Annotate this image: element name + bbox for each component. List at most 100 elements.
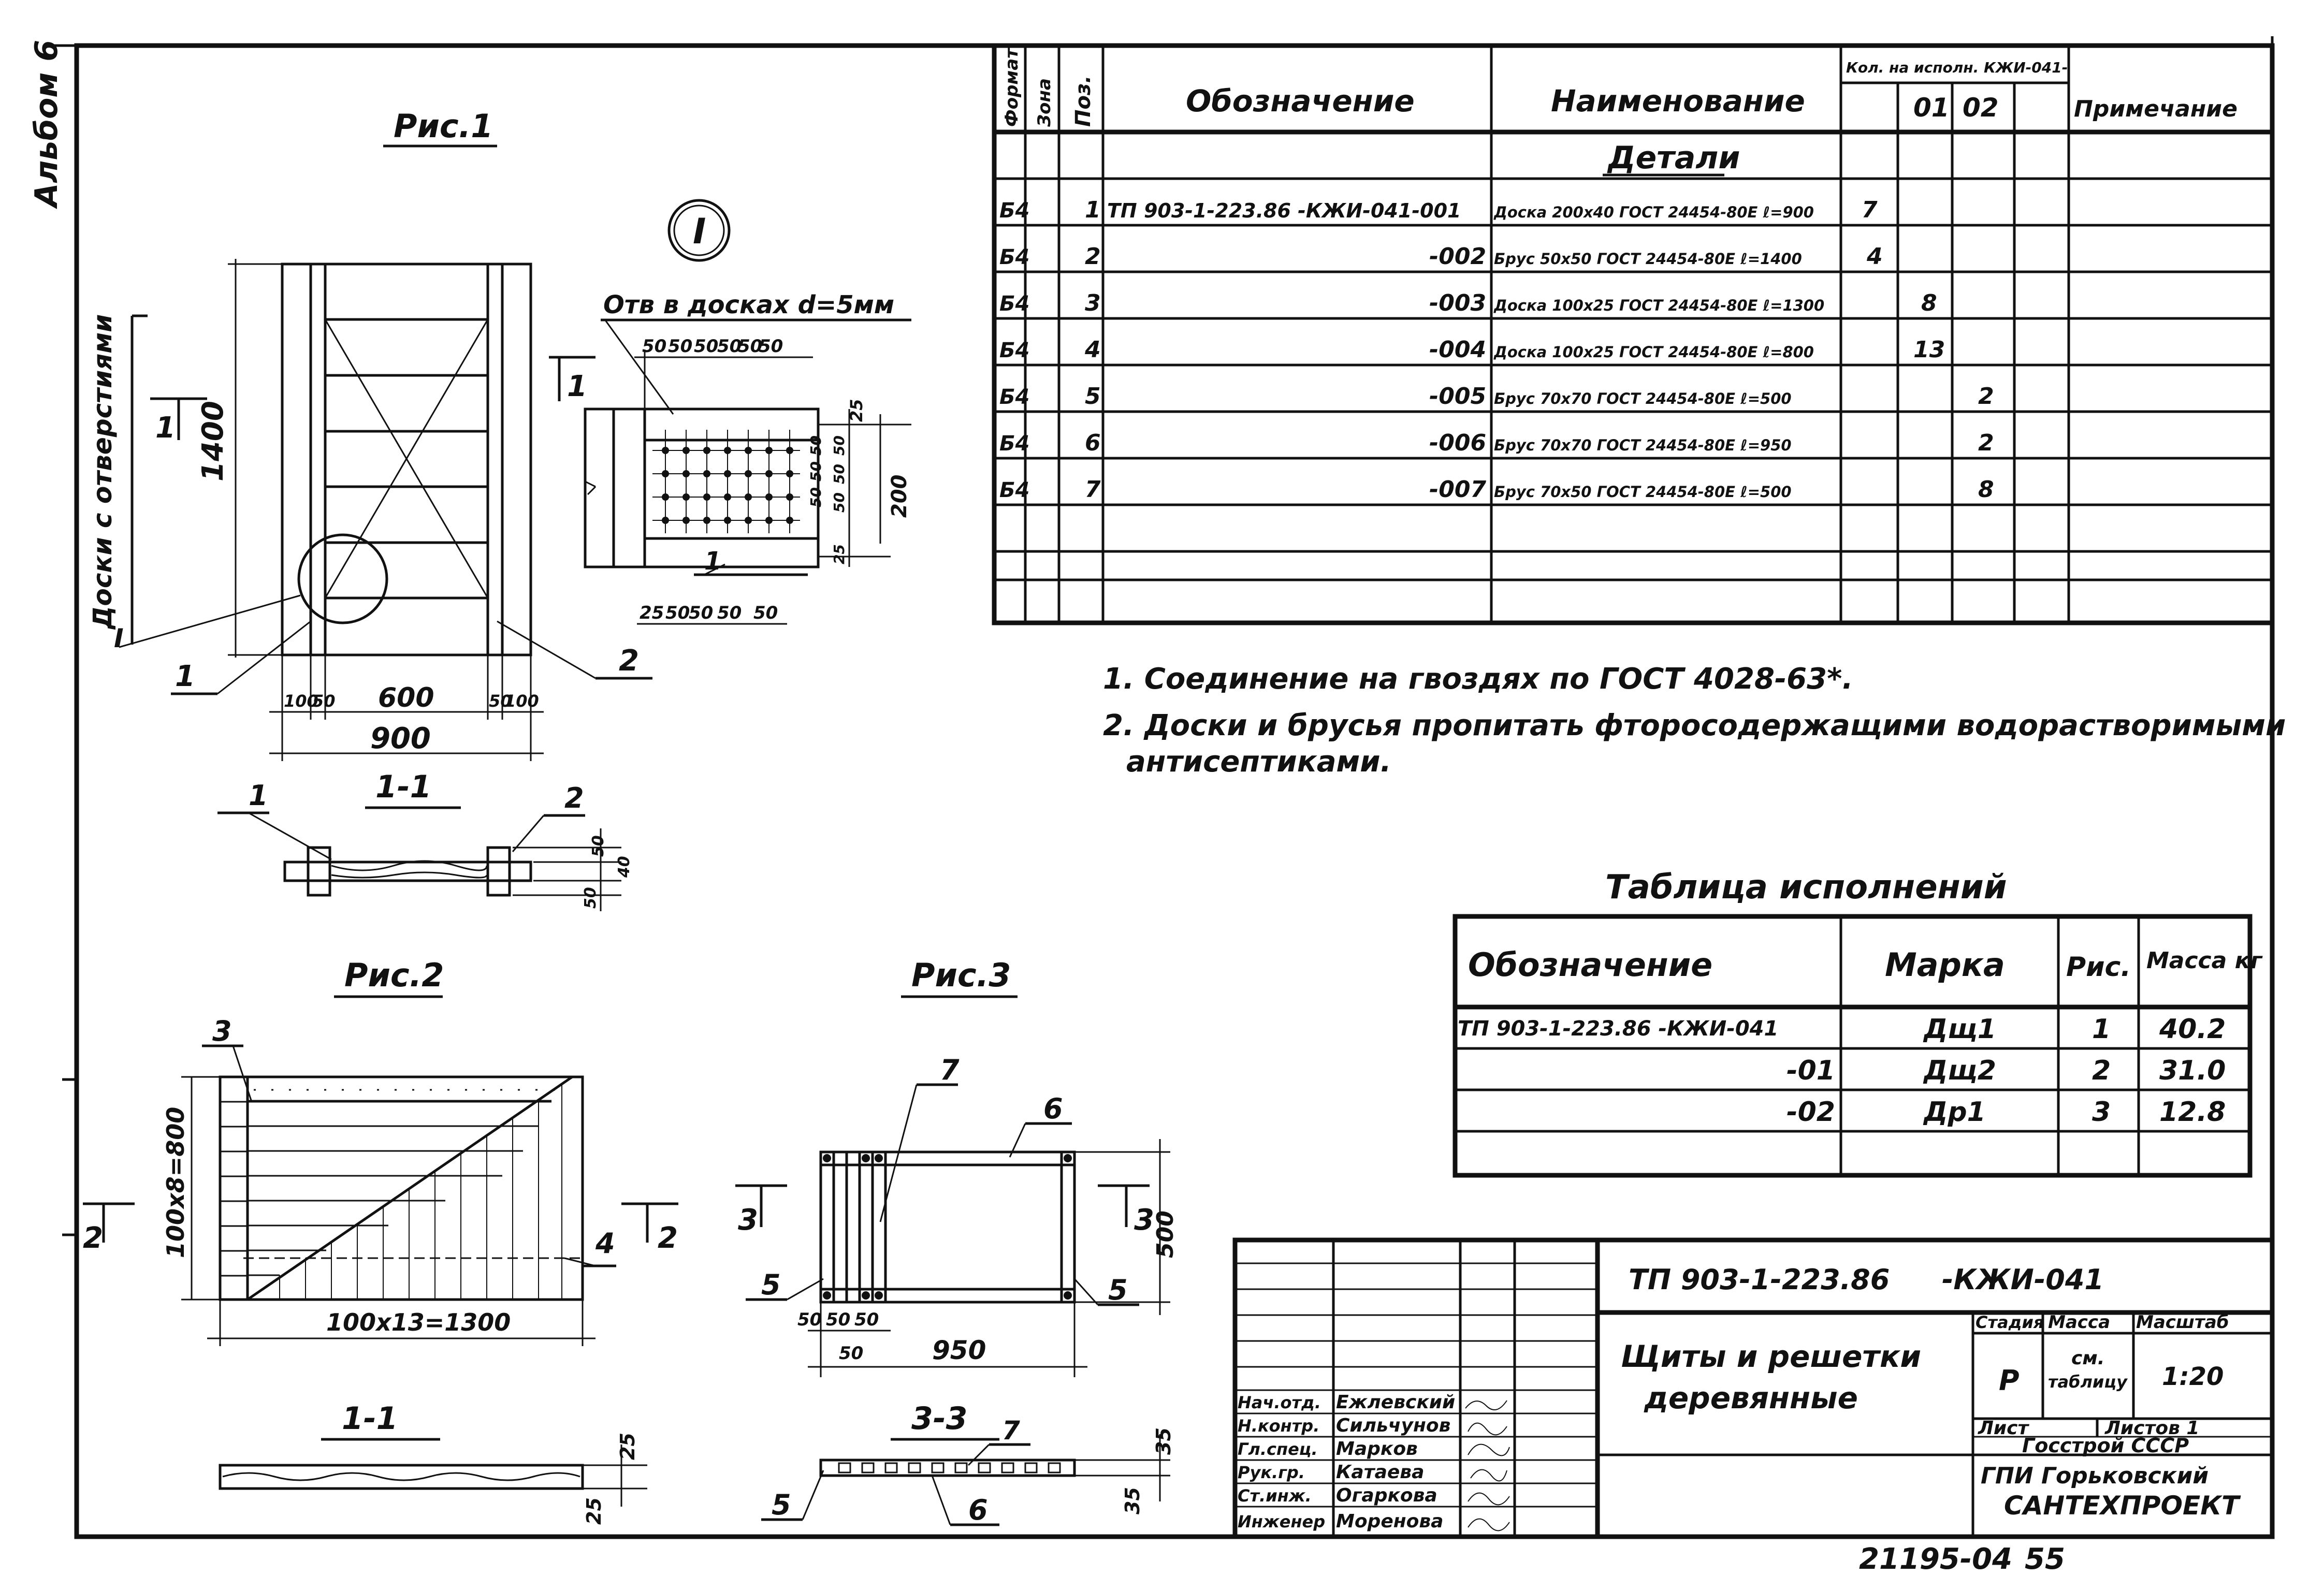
svg-text:-007: -007 (1429, 476, 1486, 503)
figure-2: Рис.2 (83, 956, 678, 1346)
fig3-dim-50c: 50 (854, 1309, 879, 1330)
spec-header-zone: Зона (1034, 78, 1055, 127)
svg-text:-005: -005 (1429, 383, 1486, 410)
svg-text:Рук.гр.: Рук.гр. (1238, 1463, 1305, 1482)
section-3-3: 3-3 7 5 6 35 35 (761, 1401, 1175, 1526)
tb-stage-header: Стадия (1976, 1312, 2044, 1332)
fig1-detail-bottom-dim-3: 50 (717, 603, 742, 623)
svg-text:Гл.спец.: Гл.спец. (1238, 1439, 1318, 1459)
svg-text:Доска 200x40 ГОСТ 24454-80Е ℓ=: Доска 200x40 ГОСТ 24454-80Е ℓ=900 (1493, 203, 1814, 221)
note-2a: 2. Доски и брусья пропитать фторосодержа… (1103, 709, 2286, 742)
fig1-callout: I (693, 211, 706, 252)
svg-text:Брус 70x70 ГОСТ 24454-80Е ℓ=95: Брус 70x70 ГОСТ 24454-80Е ℓ=950 (1494, 436, 1792, 454)
fig3-pos6: 6 (1043, 1092, 1063, 1125)
svg-text:4: 4 (1084, 337, 1101, 363)
fig2-section-left: 2 (83, 1221, 103, 1255)
sec11-dim-bot: 50 (582, 887, 600, 909)
variants-table: Таблица исполнений Обозначение Марка Рис… (1452, 868, 2263, 1178)
fig1-callout-label: I (114, 623, 124, 653)
svg-text:Ст.инж.: Ст.инж. (1238, 1486, 1312, 1506)
tb-mass-header: Масса (2048, 1312, 2110, 1333)
svg-text:7: 7 (1862, 197, 1878, 223)
svg-text:-006: -006 (1429, 430, 1486, 456)
svg-text:2: 2 (2092, 1055, 2111, 1086)
tb-person-row: Ст.инж. Огаркова (1238, 1485, 1510, 1506)
fig3-section-left: 3 (738, 1203, 758, 1237)
sec33-pos7: 7 (1002, 1416, 1020, 1446)
svg-text:Доска 100x25 ГОСТ 24454-80Е ℓ=: Доска 100x25 ГОСТ 24454-80Е ℓ=800 (1493, 343, 1814, 361)
fig1-detail-right-dim-0: 25 (847, 399, 866, 422)
fig1-detail-top-dim-4: 50 (738, 336, 762, 357)
fig1-detail-bottom-dim-0: 25 (640, 603, 664, 623)
svg-text:1: 1 (1085, 197, 1101, 223)
svg-text:Н.контр.: Н.контр. (1238, 1416, 1319, 1436)
fig1-detail-right-dim-3: 50 (831, 492, 848, 513)
spec-header-note: Примечание (2074, 96, 2238, 122)
svg-text:Моренова: Моренова (1336, 1511, 1443, 1532)
svg-text:8: 8 (1921, 290, 1937, 316)
tb-person-row: Нач.отд. Ежлевский (1238, 1392, 1507, 1413)
svg-text:Огаркова: Огаркова (1336, 1485, 1437, 1506)
variants-header-fig: Рис. (2066, 952, 2131, 983)
sec11b-dim-b: 25 (583, 1497, 605, 1525)
svg-text:Б4: Б4 (999, 199, 1029, 223)
fig1-detail-left-dim-1: 50 (807, 461, 824, 482)
svg-text:-003: -003 (1429, 290, 1486, 316)
spec-header-format: Формат (1001, 47, 1022, 127)
fig3-dim-50d: 50 (839, 1343, 863, 1364)
sec11-pos1: 1 (249, 779, 268, 812)
sec33-title: 3-3 (911, 1401, 967, 1437)
svg-text:2: 2 (1978, 383, 1994, 410)
svg-text:1: 1 (2092, 1014, 2111, 1045)
spec-section-title: Детали (1607, 140, 1740, 176)
sec11-dim-mid: 40 (615, 856, 633, 878)
svg-text:-02: -02 (1786, 1097, 1835, 1128)
note-2b: антисептиками. (1126, 745, 1391, 779)
spec-row: Б4 4 -004 Доска 100x25 ГОСТ 24454-80Е ℓ=… (999, 337, 1945, 363)
svg-text:Б4: Б4 (999, 339, 1029, 362)
spec-row: Б4 2 -002 Брус 50x50 ГОСТ 24454-80Е ℓ=14… (999, 243, 1883, 270)
svg-text:31.0: 31.0 (2159, 1055, 2226, 1086)
sec11b-dim-a: 25 (616, 1433, 639, 1460)
svg-text:3: 3 (1085, 290, 1101, 316)
fig1-dim-100b: 100 (504, 691, 539, 711)
fig1-dim-50b: 50 (489, 691, 512, 711)
tb-person-row: Н.контр. Сильчунов (1238, 1415, 1507, 1436)
spec-header-pos: Поз. (1071, 76, 1095, 127)
tb-org-1: Госстрой СССР (2022, 1434, 2189, 1457)
tb-person-row: Инженер Моренова (1238, 1511, 1510, 1532)
fig1-detail-bottom-dim-1: 50 (665, 603, 690, 623)
tb-scale-header: Масштаб (2136, 1312, 2229, 1333)
spec-row: Б4 1 ТП 903-1-223.86 -КЖИ-041-001 Доска … (999, 197, 1878, 223)
svg-text:Б4: Б4 (999, 385, 1029, 409)
spec-row: Б4 6 -006 Брус 70x70 ГОСТ 24454-80Е ℓ=95… (999, 430, 1994, 456)
variants-header-mark: Марка (1885, 946, 2005, 984)
tb-org-3: САНТЕХПРОЕКТ (2004, 1491, 2241, 1521)
svg-text:Брус 70x50 ГОСТ 24454-80Е ℓ=50: Брус 70x50 ГОСТ 24454-80Е ℓ=500 (1494, 483, 1792, 501)
svg-text:8: 8 (1978, 476, 1994, 503)
notes: 1. Соединение на гвоздях по ГОСТ 4028-63… (1103, 662, 2286, 779)
fig1-vertical-label: Доски с отверстиями (88, 314, 118, 630)
fig3-dim-50a: 50 (797, 1309, 822, 1330)
fig1-detail-top-dim-5: 50 (759, 336, 783, 357)
tb-code: ТП 903-1-223.86 (1629, 1263, 1890, 1296)
fig3-dim-500: 500 (1152, 1210, 1179, 1258)
fig1-detail-top-dim-3: 50 (717, 336, 742, 357)
svg-text:-002: -002 (1429, 243, 1486, 270)
fig1-detail-right-dim-1: 50 (831, 435, 848, 456)
svg-text:12.8: 12.8 (2159, 1097, 2226, 1128)
fig1-detail-left-dim-0: 50 (807, 435, 824, 456)
archive-number: 21195-04 (1859, 1542, 2012, 1576)
svg-text:Марков: Марков (1336, 1438, 1418, 1460)
variants-row: -01 Дщ2 2 31.0 (1786, 1055, 2226, 1086)
sec11b-title: 1-1 (342, 1401, 398, 1437)
svg-text:13: 13 (1913, 337, 1945, 363)
fig1-pos1: 1 (175, 660, 195, 693)
svg-text:2: 2 (1978, 430, 1994, 456)
fig1-detail-top-dim-0: 50 (642, 336, 666, 357)
variants-header-mass: Масса кг (2146, 947, 2263, 974)
sec33-dim-b: 35 (1121, 1487, 1144, 1514)
sec11-title: 1-1 (375, 769, 431, 805)
spec-header-qty: Кол. на исполн. КЖИ-041- (1846, 59, 2068, 76)
